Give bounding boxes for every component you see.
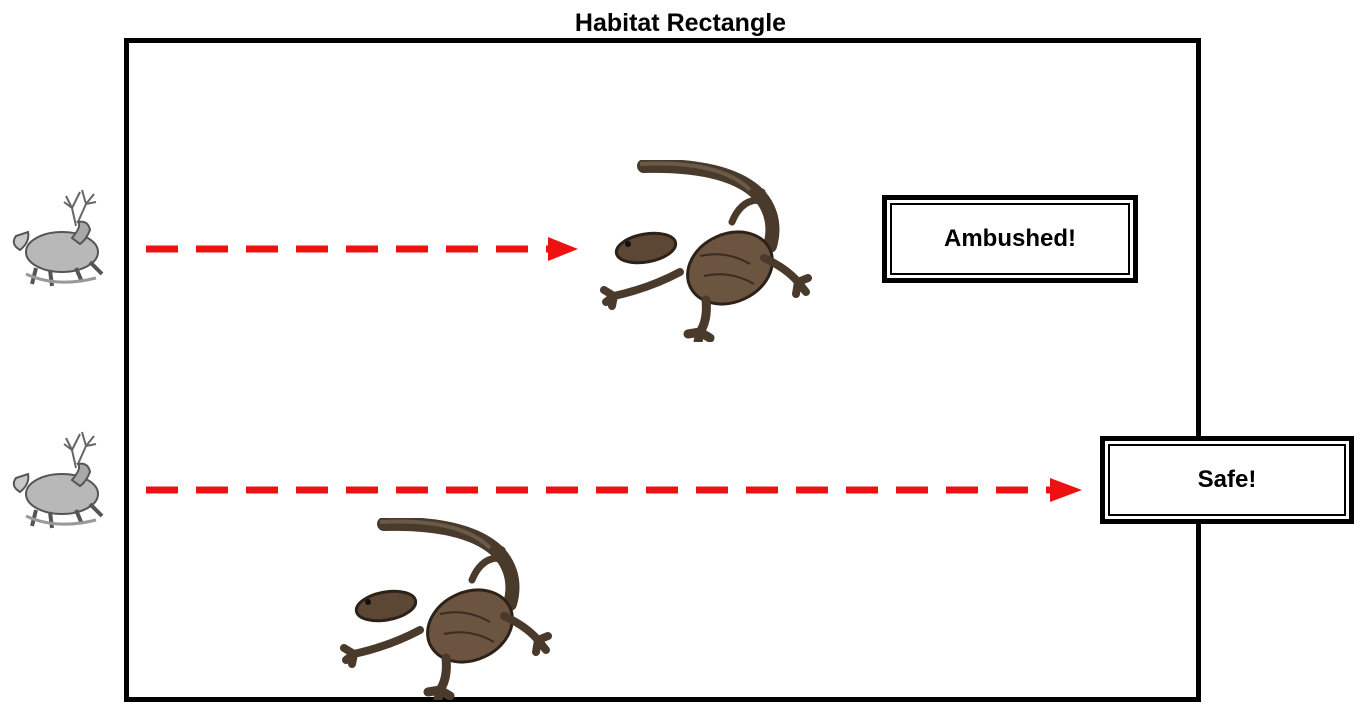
safe-label: Safe!	[1108, 444, 1346, 516]
deer-icon	[6, 178, 114, 288]
deer-icon	[6, 420, 114, 530]
diagram-title: Habitat Rectangle	[0, 8, 1361, 38]
safe-label-box: Safe!	[1100, 436, 1354, 524]
ambushed-label-box: Ambushed!	[882, 195, 1138, 283]
lizard-icon	[340, 518, 560, 700]
habitat-rectangle	[124, 38, 1201, 702]
lizard-icon	[600, 160, 820, 342]
path-arrow-ambushed	[140, 234, 585, 264]
path-arrow-safe	[140, 475, 1090, 505]
ambushed-label: Ambushed!	[890, 203, 1130, 275]
